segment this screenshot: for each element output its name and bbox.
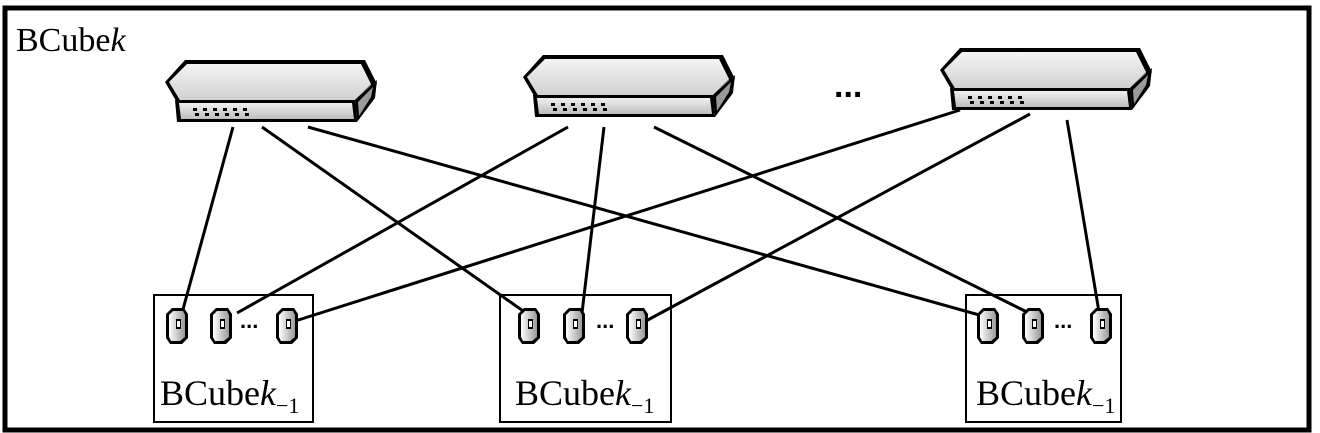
server-icon (626, 308, 648, 344)
server-ellipsis: ... (240, 308, 258, 333)
server-icon (563, 308, 585, 344)
server-ellipsis: ... (596, 308, 614, 333)
bcube-k-label: BCubek (16, 22, 126, 59)
switch-1 (165, 60, 377, 122)
sub-bcube-1-label: BCubek−1 (160, 373, 299, 418)
sub-bcube-n: ... BCubek−1 (965, 294, 1122, 423)
switch-n (940, 48, 1152, 110)
server-icon (1090, 308, 1112, 344)
server-icon (166, 308, 188, 344)
sub-bcube-n-label: BCubek−1 (976, 373, 1115, 418)
bcube-k-frame (2, 5, 1312, 433)
switch-2 (523, 55, 735, 117)
sub-bcube-1-frame (153, 294, 314, 423)
sub-bcube-2: ... BCubek−1 (499, 294, 672, 423)
sub-bcube-n-frame (965, 294, 1122, 423)
server-icon (210, 308, 232, 344)
server-ellipsis: ... (1054, 308, 1072, 333)
sub-bcube-1: ... BCubek−1 (153, 294, 314, 423)
server-icon (1022, 308, 1044, 344)
sub-bcube-2-label: BCubek−1 (515, 373, 654, 418)
server-icon (518, 308, 540, 344)
switch-ellipsis: ... (834, 67, 862, 105)
sub-bcube-2-frame (499, 294, 672, 423)
links (180, 108, 1102, 324)
server-icon (276, 308, 298, 344)
server-icon (977, 308, 999, 344)
